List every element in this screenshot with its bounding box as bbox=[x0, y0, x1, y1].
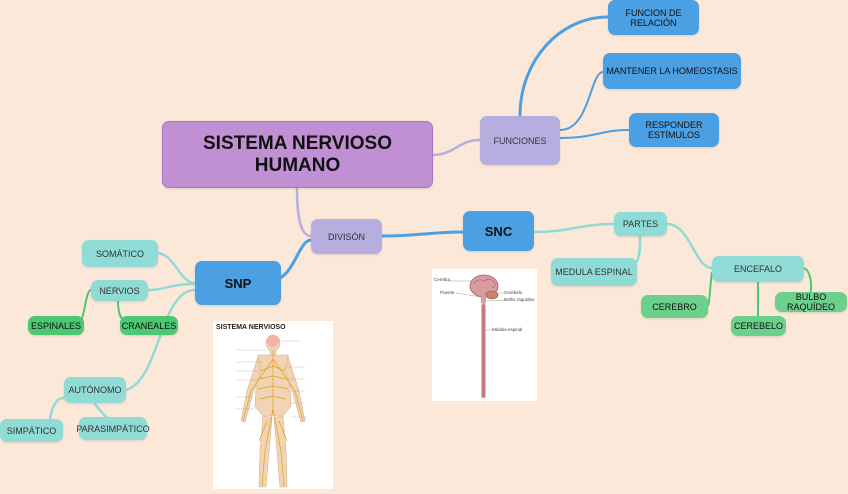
medula-espinal-node[interactable]: MEDULA ESPINAL bbox=[551, 258, 637, 286]
snp-illustration: SISTEMA NERVIOSO bbox=[213, 321, 333, 489]
funcion-relacion-label: FUNCION DE RELACIÓN bbox=[625, 7, 682, 28]
division-node[interactable]: DIVISÓN bbox=[311, 219, 382, 254]
cerebelo-label: CEREBELO bbox=[733, 321, 784, 331]
bulbo-raquideo-label: BULBO RAQUÍDEO bbox=[786, 292, 835, 312]
puente-caption: Puente bbox=[440, 290, 455, 295]
craneales-label: CRANEALES bbox=[121, 320, 177, 331]
cerebelo-node[interactable]: CEREBELO bbox=[731, 316, 786, 336]
medula-espinal-label: MEDULA ESPINAL bbox=[555, 267, 633, 277]
encefalo-node[interactable]: ENCEFALO bbox=[712, 256, 804, 282]
parasimpatico-node[interactable]: PARASIMPÁTICO bbox=[76, 417, 150, 440]
craneales-node[interactable]: CRANEALES bbox=[120, 316, 178, 335]
funcion-relacion-node[interactable]: FUNCION DE RELACIÓN bbox=[608, 0, 699, 35]
homeostasis-label: MANTENER LA HOMEOSTASIS bbox=[606, 66, 738, 76]
simpatico-node[interactable]: SIMPÁTICO bbox=[0, 419, 63, 442]
cerebro-node[interactable]: CEREBRO bbox=[641, 295, 708, 318]
cerebro-label: CEREBRO bbox=[652, 301, 697, 312]
espinales-label: ESPINALES bbox=[30, 320, 82, 331]
somatico-node[interactable]: SOMÁTICO bbox=[82, 240, 158, 267]
body-nerves-drawing bbox=[235, 334, 307, 488]
simpatico-label: SIMPÁTICO bbox=[6, 425, 57, 436]
bulbo-raquideo-node[interactable]: BULBO RAQUÍDEO bbox=[775, 292, 847, 312]
root-node[interactable]: SISTEMA NERVIOSO HUMANO bbox=[162, 121, 433, 188]
snp-node[interactable]: SNP bbox=[195, 261, 281, 305]
encefalo-label: ENCEFALO bbox=[733, 264, 782, 274]
cerebro-caption: Cerebro bbox=[434, 277, 451, 282]
responder-estimulos-label: RESPONDER ESTÍMULOS bbox=[645, 120, 703, 140]
espinales-node[interactable]: ESPINALES bbox=[28, 316, 84, 335]
snp-label: SNP bbox=[224, 275, 252, 291]
snc-label: SNC bbox=[484, 223, 513, 239]
cerebelo-caption: Cerebelo bbox=[504, 290, 523, 295]
autonomo-node[interactable]: AUTÓNOMO bbox=[64, 377, 126, 403]
snc-illustration: Cerebro Puente Cerebelo Bulbo raquídeo M… bbox=[432, 269, 537, 401]
homeostasis-node[interactable]: MANTENER LA HOMEOSTASIS bbox=[603, 53, 741, 89]
root-label: SISTEMA NERVIOSO HUMANO bbox=[203, 132, 392, 176]
partes-node[interactable]: PARTES bbox=[614, 212, 667, 236]
partes-label: PARTES bbox=[622, 219, 659, 229]
snc-node[interactable]: SNC bbox=[463, 211, 534, 251]
snp-image-title: SISTEMA NERVIOSO bbox=[216, 324, 286, 331]
bulbo-caption: Bulbo raquídeo bbox=[504, 297, 535, 302]
division-label: DIVISÓN bbox=[327, 231, 365, 242]
nervios-node[interactable]: NERVIOS bbox=[91, 280, 148, 301]
brain-spine-drawing bbox=[446, 274, 505, 398]
parasimpatico-label: PARASIMPÁTICO bbox=[76, 423, 150, 434]
nervios-label: NERVIOS bbox=[99, 285, 140, 296]
funciones-label: FUNCIONES bbox=[493, 135, 547, 146]
medula-caption: Médula espinal bbox=[492, 327, 523, 332]
responder-estimulos-node[interactable]: RESPONDER ESTÍMULOS bbox=[629, 113, 719, 147]
funciones-node[interactable]: FUNCIONES bbox=[480, 116, 560, 165]
autonomo-label: AUTÓNOMO bbox=[68, 385, 122, 395]
somatico-label: SOMÁTICO bbox=[95, 248, 144, 259]
